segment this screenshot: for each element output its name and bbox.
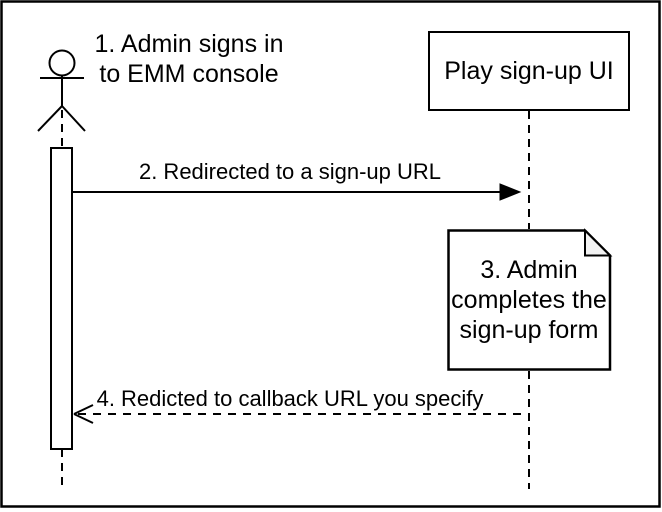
message-2-label: 2. Redirected to a sign-up URL [138, 159, 442, 184]
note-shape [447, 229, 612, 371]
actor-label: 1. Admin signs in to EMM console [94, 30, 284, 88]
actor-head [48, 49, 76, 77]
message-4-arrowhead-icon [73, 404, 94, 424]
note-fold-corner [584, 228, 613, 257]
message-2-arrowhead-icon [499, 183, 522, 201]
note-label: 3. Admin completes the sign-up form [451, 256, 607, 344]
message-4-label: 4. Redicted to callback URL you specify [96, 386, 484, 411]
actor-activation-bar [50, 147, 73, 450]
actor-leg-right [61, 105, 86, 132]
participant-box [428, 31, 630, 111]
participant-label: Play sign-up UI [444, 56, 614, 85]
actor-leg-left [37, 105, 63, 132]
actor-figure [37, 49, 86, 132]
